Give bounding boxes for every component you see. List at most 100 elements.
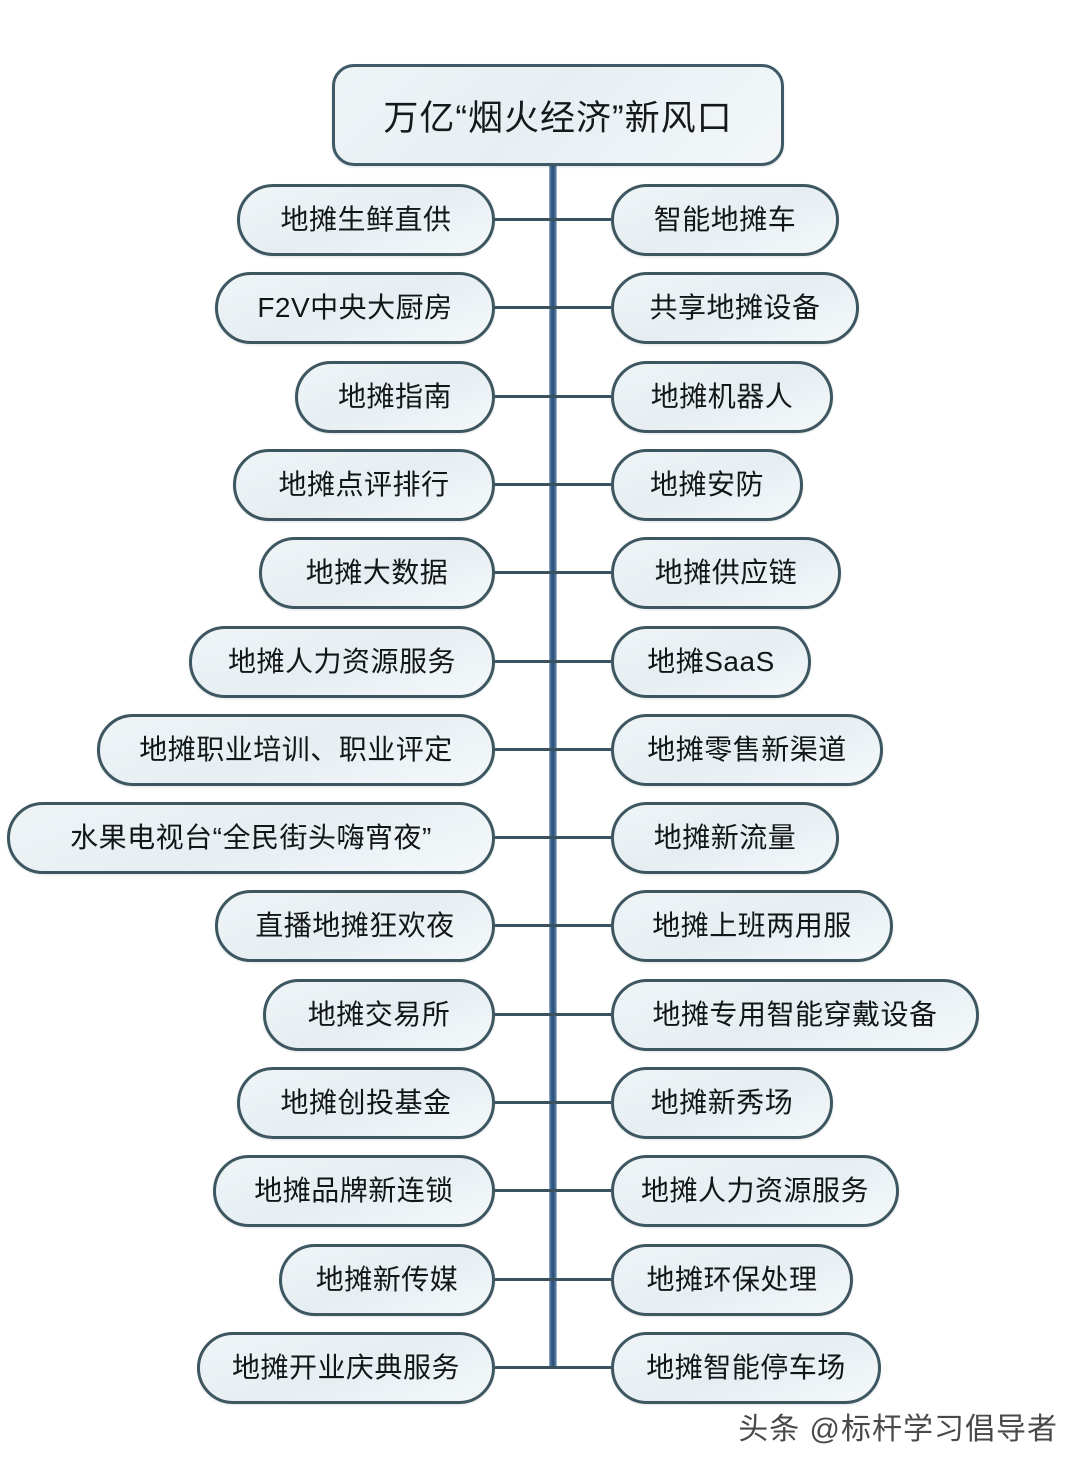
- branch-node-right-9[interactable]: 地摊上班两用服: [611, 890, 893, 962]
- branch-row: 地摊开业庆典服务 地摊智能停车场: [0, 1332, 1080, 1404]
- branch-connector-right: [553, 924, 611, 927]
- branch-connector-right: [553, 748, 611, 751]
- branch-node-left-4[interactable]: 地摊点评排行: [233, 449, 495, 521]
- branch-node-label: 地摊指南: [337, 381, 452, 412]
- branch-row: 地摊交易所 地摊专用智能穿戴设备: [0, 979, 1080, 1051]
- branch-connector-left: [495, 306, 553, 309]
- branch-connector-left: [495, 836, 553, 839]
- branch-node-label: 地摊供应链: [654, 557, 798, 588]
- branch-connector-left: [495, 1366, 553, 1369]
- watermark: 头条 @标杆学习倡导者: [738, 1413, 1058, 1446]
- branch-node-left-6[interactable]: 地摊人力资源服务: [189, 626, 495, 698]
- branch-node-label: 地摊大数据: [305, 557, 449, 588]
- branch-node-label: 地摊SaaS: [647, 646, 775, 677]
- branch-node-label: 地摊智能停车场: [646, 1352, 846, 1383]
- branch-row: 直播地摊狂欢夜 地摊上班两用服: [0, 890, 1080, 962]
- branch-node-left-1[interactable]: 地摊生鲜直供: [237, 184, 495, 256]
- branch-row: 地摊品牌新连锁 地摊人力资源服务: [0, 1155, 1080, 1227]
- branch-node-right-12[interactable]: 地摊人力资源服务: [611, 1155, 899, 1227]
- branch-node-right-2[interactable]: 共享地摊设备: [611, 272, 859, 344]
- branch-node-label: 地摊生鲜直供: [280, 204, 452, 235]
- branch-node-right-14[interactable]: 地摊智能停车场: [611, 1332, 881, 1404]
- branch-connector-left: [495, 1189, 553, 1192]
- branch-connector-left: [495, 748, 553, 751]
- branch-node-right-4[interactable]: 地摊安防: [611, 449, 803, 521]
- branch-connector-left: [495, 924, 553, 927]
- branch-node-left-10[interactable]: 地摊交易所: [263, 979, 495, 1051]
- branch-node-left-8[interactable]: 水果电视台“全民街头嗨宵夜”: [7, 802, 495, 874]
- branch-row: 地摊点评排行 地摊安防: [0, 449, 1080, 521]
- branch-connector-right: [553, 1366, 611, 1369]
- branch-node-label: 地摊人力资源服务: [227, 646, 456, 677]
- branch-node-label: 地摊零售新渠道: [647, 734, 847, 765]
- branch-connector-left: [495, 1101, 553, 1104]
- branch-connector-right: [553, 836, 611, 839]
- branch-node-label: 水果电视台“全民街头嗨宵夜”: [70, 822, 432, 853]
- branch-node-label: 共享地摊设备: [649, 292, 821, 323]
- branch-node-right-10[interactable]: 地摊专用智能穿戴设备: [611, 979, 979, 1051]
- branch-connector-left: [495, 218, 553, 221]
- branch-node-right-3[interactable]: 地摊机器人: [611, 361, 833, 433]
- branch-node-label: 地摊上班两用服: [652, 910, 852, 941]
- branch-node-label: 地摊安防: [649, 469, 764, 500]
- branch-connector-right: [553, 1189, 611, 1192]
- branch-row: 地摊新传媒 地摊环保处理: [0, 1244, 1080, 1316]
- branch-node-left-11[interactable]: 地摊创投基金: [237, 1067, 495, 1139]
- branch-node-right-13[interactable]: 地摊环保处理: [611, 1244, 853, 1316]
- branch-node-left-9[interactable]: 直播地摊狂欢夜: [215, 890, 495, 962]
- root-node-label: 万亿“烟火经济”新风口: [383, 98, 733, 138]
- branch-node-label: 地摊点评排行: [278, 469, 450, 500]
- branch-connector-right: [553, 395, 611, 398]
- branch-connector-left: [495, 571, 553, 574]
- branch-row: 地摊生鲜直供 智能地摊车: [0, 184, 1080, 256]
- branch-node-label: 地摊职业培训、职业评定: [139, 734, 453, 765]
- branch-connector-right: [553, 571, 611, 574]
- branch-node-label: F2V中央大厨房: [257, 292, 453, 323]
- branch-node-left-7[interactable]: 地摊职业培训、职业评定: [97, 714, 495, 786]
- branch-node-label: 地摊品牌新连锁: [254, 1175, 454, 1206]
- branch-connector-right: [553, 483, 611, 486]
- branch-node-left-3[interactable]: 地摊指南: [295, 361, 495, 433]
- branch-node-label: 地摊创投基金: [280, 1087, 452, 1118]
- branch-node-left-13[interactable]: 地摊新传媒: [279, 1244, 495, 1316]
- branch-node-right-7[interactable]: 地摊零售新渠道: [611, 714, 883, 786]
- branch-node-left-12[interactable]: 地摊品牌新连锁: [213, 1155, 495, 1227]
- branch-row: F2V中央大厨房 共享地摊设备: [0, 272, 1080, 344]
- branch-node-left-14[interactable]: 地摊开业庆典服务: [197, 1332, 495, 1404]
- branch-node-right-11[interactable]: 地摊新秀场: [611, 1067, 833, 1139]
- branch-node-right-5[interactable]: 地摊供应链: [611, 537, 841, 609]
- branch-row: 地摊人力资源服务 地摊SaaS: [0, 626, 1080, 698]
- branch-connector-right: [553, 218, 611, 221]
- branch-connector-right: [553, 660, 611, 663]
- branch-node-right-6[interactable]: 地摊SaaS: [611, 626, 811, 698]
- branch-row: 地摊指南 地摊机器人: [0, 361, 1080, 433]
- branch-node-right-1[interactable]: 智能地摊车: [611, 184, 839, 256]
- branch-node-label: 地摊交易所: [307, 999, 451, 1030]
- branch-connector-right: [553, 1013, 611, 1016]
- branch-node-label: 地摊新流量: [653, 822, 797, 853]
- branch-node-left-2[interactable]: F2V中央大厨房: [215, 272, 495, 344]
- branch-node-right-8[interactable]: 地摊新流量: [611, 802, 839, 874]
- branch-node-label: 地摊专用智能穿戴设备: [652, 999, 938, 1030]
- branch-connector-left: [495, 395, 553, 398]
- branch-row: 地摊职业培训、职业评定 地摊零售新渠道: [0, 714, 1080, 786]
- branch-node-label: 智能地摊车: [653, 204, 797, 235]
- branch-row: 水果电视台“全民街头嗨宵夜” 地摊新流量: [0, 802, 1080, 874]
- branch-connector-left: [495, 1278, 553, 1281]
- branch-row: 地摊创投基金 地摊新秀场: [0, 1067, 1080, 1139]
- branch-node-left-5[interactable]: 地摊大数据: [259, 537, 495, 609]
- branch-node-label: 地摊新传媒: [315, 1264, 459, 1295]
- root-node[interactable]: 万亿“烟火经济”新风口: [332, 64, 784, 166]
- branch-connector-right: [553, 1101, 611, 1104]
- branch-node-label: 地摊新秀场: [650, 1087, 794, 1118]
- branch-connector-left: [495, 1013, 553, 1016]
- branch-node-label: 地摊开业庆典服务: [231, 1352, 460, 1383]
- central-spine: [549, 160, 557, 1368]
- branch-node-label: 地摊机器人: [650, 381, 794, 412]
- branch-connector-left: [495, 660, 553, 663]
- branch-node-label: 地摊环保处理: [646, 1264, 818, 1295]
- branch-connector-left: [495, 483, 553, 486]
- branch-node-label: 地摊人力资源服务: [640, 1175, 869, 1206]
- branch-node-label: 直播地摊狂欢夜: [255, 910, 455, 941]
